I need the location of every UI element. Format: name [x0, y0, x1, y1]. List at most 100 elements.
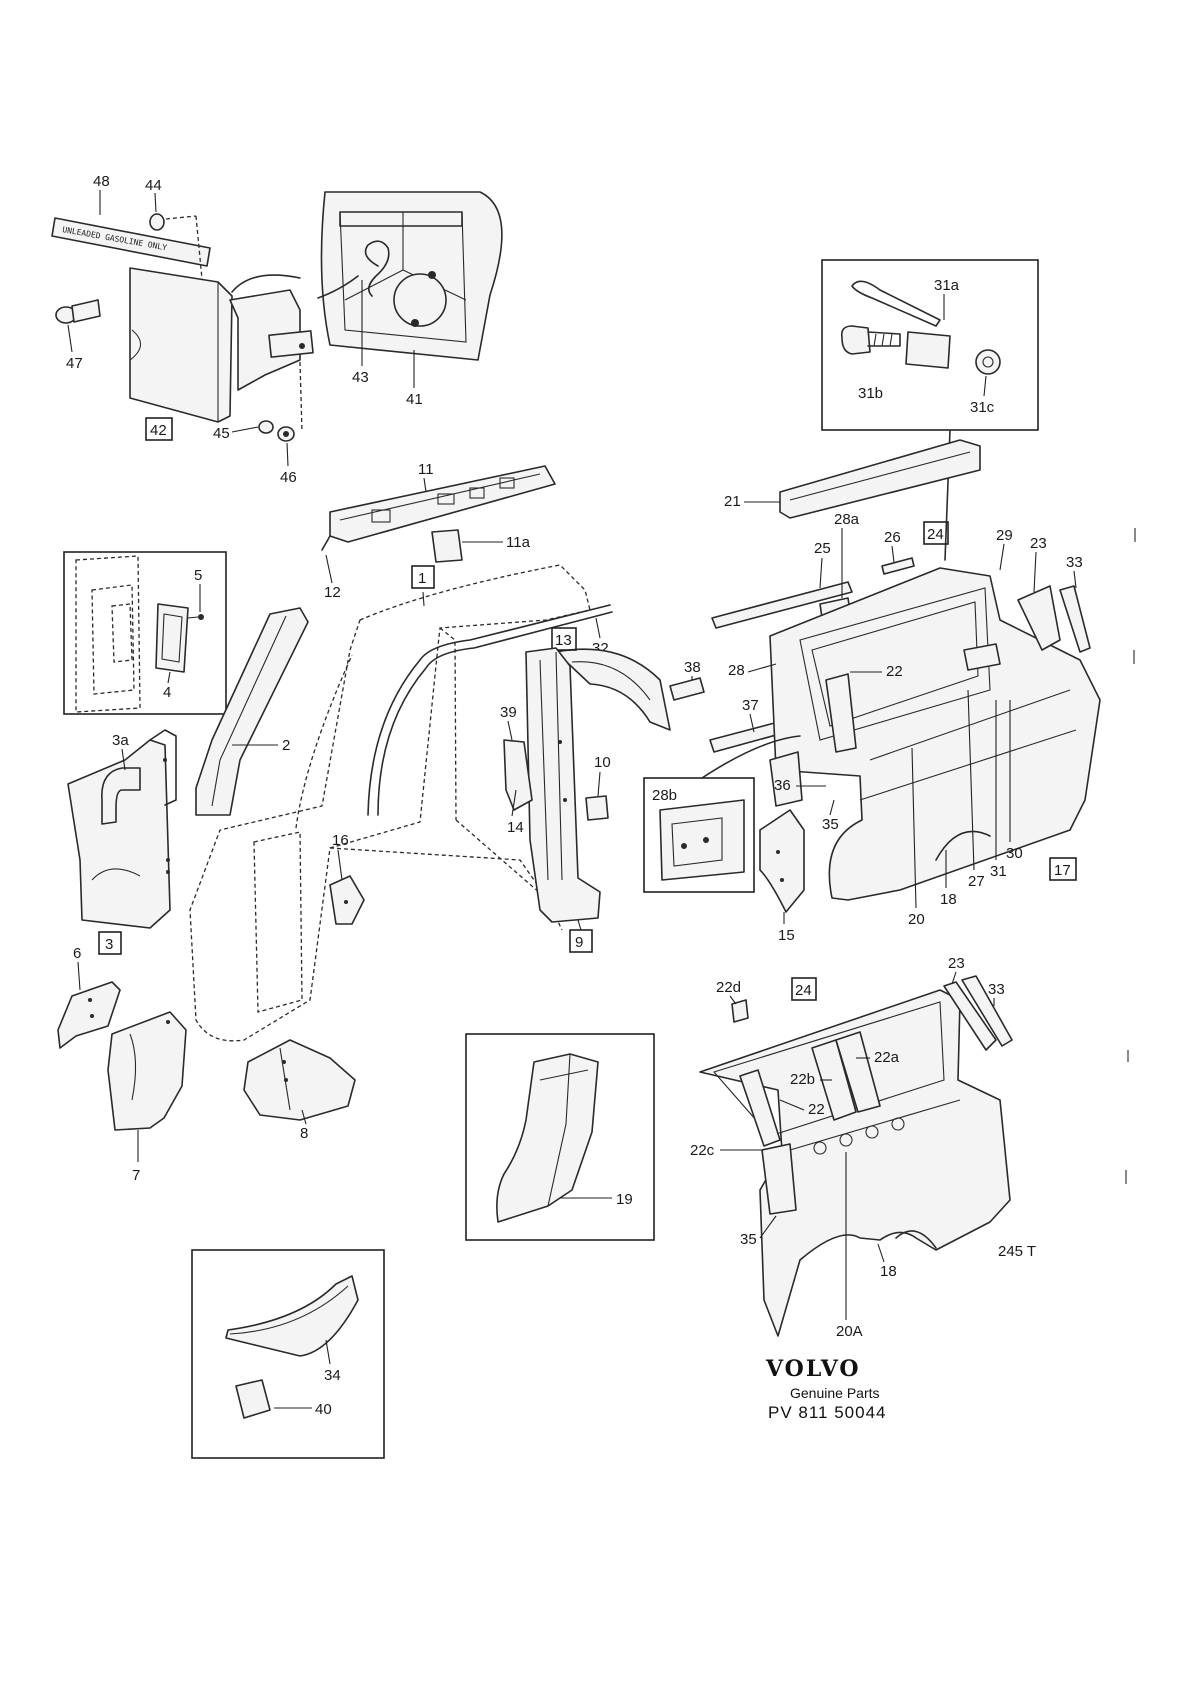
hinge-bracket [229, 274, 314, 433]
callout-41: 41 [406, 391, 423, 408]
part-25-rail: 25 [711, 540, 853, 629]
part-11-roof-rail: 11 [321, 461, 556, 551]
callout-31: 31 [990, 863, 1007, 880]
callout-35: 35 [822, 816, 839, 833]
inset-parts-31: 31a 31b 31c [821, 259, 1039, 561]
callout-31b: 31b [858, 385, 883, 402]
callout-5: 5 [194, 567, 202, 584]
callout-42: 42 [150, 422, 167, 439]
callout-28b: 28b [652, 787, 677, 804]
callout-11a: 11a [506, 534, 531, 551]
callout-31c: 31c [970, 399, 995, 416]
model-label: 245 T [998, 1243, 1036, 1260]
inset-parts-34-40: 34 40 [191, 1249, 385, 1459]
callout-11: 11 [418, 461, 434, 478]
callout-28a: 28a [834, 511, 860, 528]
callout-29: 29 [996, 527, 1013, 544]
margin-marks [1125, 528, 1136, 1184]
callout-31a: 31a [934, 277, 960, 294]
part-13-wheel-arch: 13 [551, 627, 671, 731]
part-38-clip: 38 [669, 659, 705, 701]
callout-23b: 23 [948, 955, 965, 972]
part-39-bracket: 39 14 [500, 704, 533, 836]
callout-36: 36 [774, 777, 791, 794]
screw-44 [149, 213, 205, 301]
callout-15: 15 [778, 927, 795, 944]
brand-subtitle: Genuine Parts [790, 1385, 880, 1401]
callout-22b: 22b [790, 1071, 815, 1088]
callout-12: 12 [324, 584, 341, 601]
callout-47: 47 [66, 355, 83, 372]
callout-46: 46 [280, 469, 297, 486]
part-11a-plug: 11a [431, 529, 531, 563]
callout-35b: 35 [740, 1231, 757, 1248]
callout-16: 16 [332, 832, 349, 849]
catalog-number: PV 811 50044 [768, 1403, 887, 1422]
callout-22c: 22c [690, 1142, 715, 1159]
rear-side-panel-245t: 24 22d 22a 22b 22 22c 23 33 35 18 20A 24… [690, 955, 1036, 1340]
branding-block: VOLVO Genuine Parts PV 811 50044 [765, 1356, 887, 1422]
callout-19: 19 [616, 1191, 633, 1208]
callout-23: 23 [1030, 535, 1047, 552]
callout-45: 45 [213, 425, 230, 442]
part-9-b-pillar: 9 [525, 647, 601, 953]
screws-45-46 [258, 420, 295, 442]
callout-20A: 20A [836, 1323, 863, 1340]
callout-34: 34 [324, 1367, 341, 1384]
brand-logo: VOLVO [765, 1356, 861, 1382]
callout-40: 40 [315, 1401, 332, 1418]
part-8-bracket: 8 [243, 1039, 356, 1142]
callout-24: 24 [927, 526, 944, 543]
part-2-pillar: 2 [195, 607, 309, 816]
callout-26: 26 [884, 529, 901, 546]
part-21-rail: 21 [724, 439, 981, 519]
spring-43 [317, 240, 390, 299]
callout-22: 22 [886, 663, 903, 680]
callout-3: 3 [105, 936, 113, 953]
callout-13: 13 [555, 632, 572, 649]
callout-10: 10 [594, 754, 611, 771]
callout-30: 30 [1006, 845, 1023, 862]
callout-44: 44 [145, 177, 162, 194]
callout-38: 38 [684, 659, 701, 676]
inset-part-28b: 28b [643, 735, 801, 893]
callout-9: 9 [575, 934, 583, 951]
callout-24b: 24 [795, 982, 812, 999]
filler-door-42 [129, 267, 233, 423]
callout-33: 33 [1066, 554, 1083, 571]
fuel-filler-assembly: UNLEADED GASOLINE ONLY [51, 173, 503, 486]
callout-18b: 18 [880, 1263, 897, 1280]
callout-17: 17 [1054, 862, 1071, 879]
inset-parts-4-5: 5 4 [63, 551, 227, 715]
callout-1: 1 [418, 570, 426, 587]
callout-4: 4 [163, 684, 171, 701]
part-10-plate: 10 [585, 754, 611, 821]
callout-3a: 3a [112, 732, 129, 749]
callout-21: 21 [724, 493, 741, 510]
rear-side-panel-upper: 24 17 28 22 29 23 33 36 35 20 18 27 31 3… [728, 521, 1101, 928]
callout-28: 28 [728, 662, 745, 679]
part-3-inner-panel: 3a 3 [67, 729, 177, 955]
decal-48: UNLEADED GASOLINE ONLY [51, 217, 211, 267]
callout-22d: 22d [716, 979, 741, 996]
callout-27: 27 [968, 873, 985, 890]
callout-43: 43 [352, 369, 369, 386]
callout-48: 48 [93, 173, 110, 190]
callout-14: 14 [507, 819, 524, 836]
knob-47 [55, 299, 101, 324]
callout-8: 8 [300, 1125, 308, 1142]
part-26-strip: 26 [881, 529, 915, 575]
filler-housing-41 [320, 191, 503, 361]
callout-37: 37 [742, 697, 759, 714]
callout-20: 20 [908, 911, 925, 928]
inset-part-19: 19 [465, 1033, 655, 1241]
callout-33b: 33 [988, 981, 1005, 998]
callout-2: 2 [282, 737, 290, 754]
part-15-plate: 15 [759, 809, 805, 944]
part-7-reinforcement: 7 [107, 1011, 187, 1184]
part-6-bracket: 6 [57, 945, 121, 1049]
callout-25: 25 [814, 540, 831, 557]
callout-6: 6 [73, 945, 81, 962]
callout-22a: 22a [874, 1049, 900, 1066]
